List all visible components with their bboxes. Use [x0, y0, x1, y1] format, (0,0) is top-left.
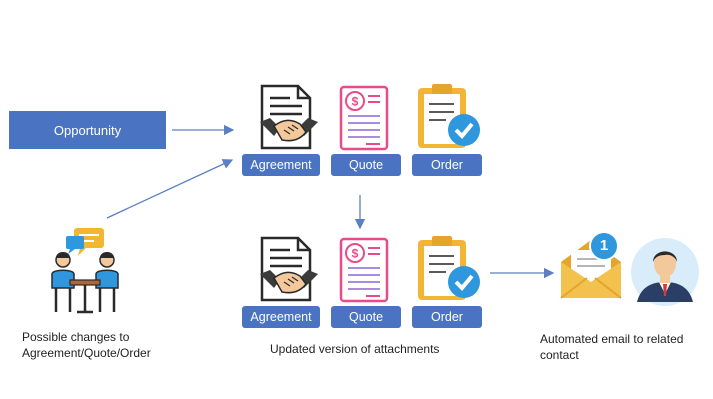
order-label-bottom: Order — [412, 306, 482, 328]
quote-invoice-icon: $ — [339, 237, 389, 303]
order-clipboard-icon — [418, 236, 480, 300]
email-caption: Automated email to related contact — [540, 331, 683, 363]
notification-count: 1 — [599, 237, 609, 254]
contact-person-icon — [631, 238, 699, 306]
meeting-discussion-icon — [51, 228, 119, 314]
arrow-meeting-to-documents — [106, 159, 234, 219]
agreement-label-top: Agreement — [242, 154, 320, 176]
contract-handshake-icon — [260, 236, 318, 302]
email-caption-line1: Automated email to related — [540, 332, 684, 346]
quote-label-bottom: Quote — [331, 306, 401, 328]
opportunity-box: Opportunity — [9, 111, 166, 149]
svg-text:$: $ — [352, 247, 359, 261]
order-clipboard-icon — [418, 84, 480, 148]
updated-caption: Updated version of attachments — [270, 342, 440, 356]
contract-handshake-icon — [260, 84, 318, 150]
changes-caption: Possible changes to Agreement/Quote/Orde… — [22, 329, 151, 361]
quote-label-top: Quote — [331, 154, 401, 176]
changes-caption-line1: Possible changes to — [22, 330, 130, 344]
agreement-label-bottom: Agreement — [242, 306, 320, 328]
notification-badge — [589, 231, 619, 261]
changes-caption-line2: Agreement/Quote/Order — [22, 346, 151, 360]
quote-invoice-icon: $ — [339, 85, 389, 151]
order-label-top: Order — [412, 154, 482, 176]
svg-text:$: $ — [352, 95, 359, 109]
email-caption-line2: contact — [540, 348, 579, 362]
